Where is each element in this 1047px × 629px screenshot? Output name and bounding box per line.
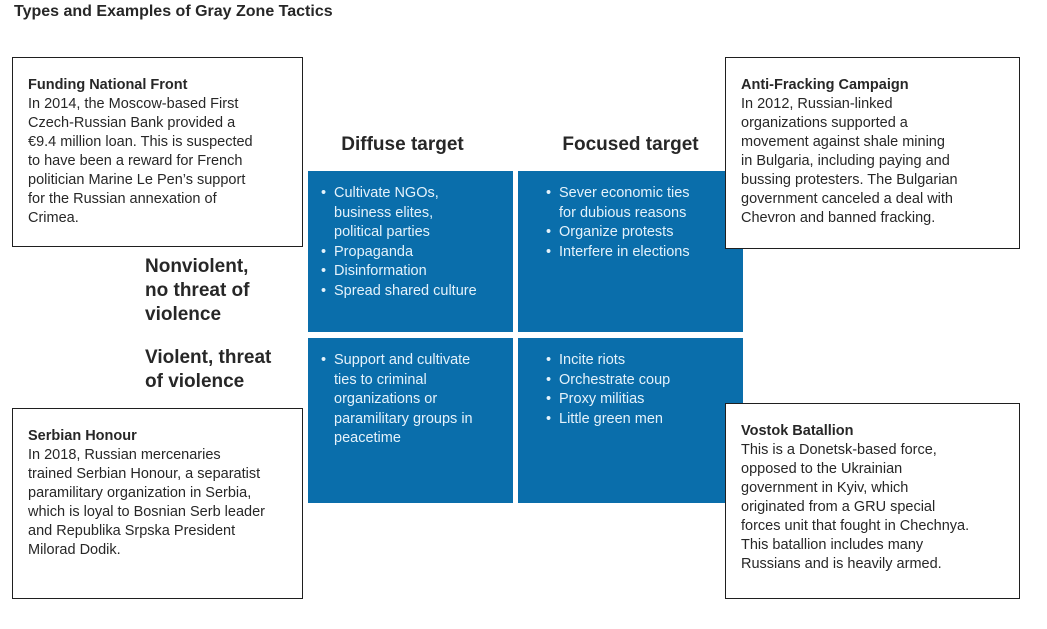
row-label-violent: Violent, threat of violence [145,347,272,392]
bullet-item: Support and cultivate ties to criminal o… [321,351,505,449]
bullet-list: Support and cultivate ties to criminal o… [321,351,505,449]
bullet-item: Incite riots [546,351,737,371]
callout-body: This is a Donetsk-based force, opposed t… [741,442,970,572]
bullet-item: Spread shared culture [321,282,505,302]
callout-title: Anti-Fracking Campaign [741,77,909,93]
bullet-list: Sever economic ties for dubious reasonsO… [546,184,737,262]
callout-body: In 2014, the Moscow-based First Czech-Ru… [28,96,253,226]
matrix-cell-nonviolent-diffuse: Cultivate NGOs, business elites, politic… [308,171,513,332]
callout-serbian-honour: Serbian Honour In 2018, Russian mercenar… [12,408,303,599]
callout-vostok-batallion: Vostok Batallion This is a Donetsk-based… [725,403,1020,599]
bullet-item: Sever economic ties for dubious reasons [546,184,737,223]
matrix-cell-violent-focused: Incite riotsOrchestrate coupProxy militi… [518,338,743,503]
callout-title: Funding National Front [28,77,188,93]
callout-anti-fracking-campaign: Anti-Fracking Campaign In 2012, Russian-… [725,57,1020,249]
bullet-item: Little green men [546,410,737,430]
bullet-item: Disinformation [321,262,505,282]
callout-body: In 2012, Russian-linked organizations su… [741,96,958,226]
callout-funding-national-front: Funding National Front In 2014, the Mosc… [12,57,303,247]
figure-title: Types and Examples of Gray Zone Tactics [14,3,333,20]
column-header-focused-target: Focused target [562,134,699,155]
bullet-item: Organize protests [546,223,737,243]
callout-title: Serbian Honour [28,428,137,444]
callout-body: In 2018, Russian mercenaries trained Ser… [28,447,265,558]
bullet-list: Incite riotsOrchestrate coupProxy militi… [546,351,737,429]
matrix-cell-violent-diffuse: Support and cultivate ties to criminal o… [308,338,513,503]
bullet-item: Cultivate NGOs, business elites, politic… [321,184,505,243]
callout-title: Vostok Batallion [741,423,854,439]
column-header-diffuse-target: Diffuse target [341,134,464,155]
bullet-item: Proxy militias [546,390,737,410]
matrix-cell-nonviolent-focused: Sever economic ties for dubious reasonsO… [518,171,743,332]
bullet-item: Propaganda [321,243,505,263]
row-label-nonviolent: Nonviolent, no threat of violence [145,256,250,325]
bullet-list: Cultivate NGOs, business elites, politic… [321,184,505,301]
bullet-item: Orchestrate coup [546,371,737,391]
bullet-item: Interfere in elections [546,243,737,263]
